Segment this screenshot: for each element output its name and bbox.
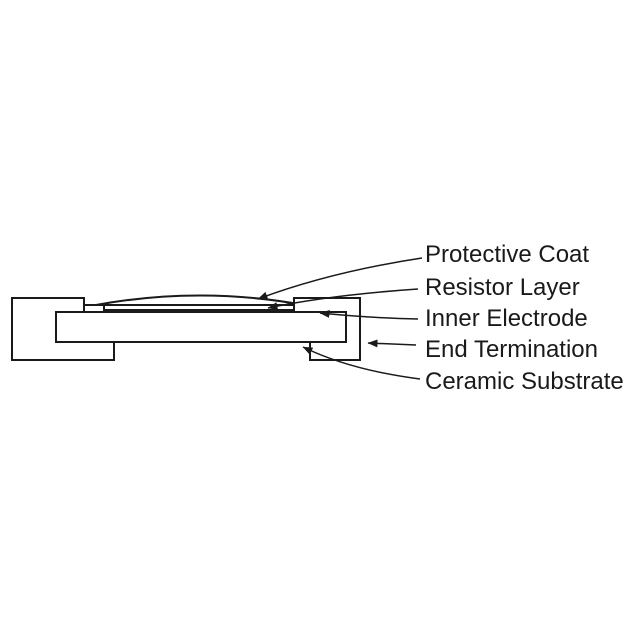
protective-coat-shape: [95, 294, 305, 306]
protective-coat-label: Protective Coat: [425, 241, 589, 268]
end-termination-label: End Termination: [425, 336, 598, 363]
protective-coat-leader-line: [257, 257, 423, 300]
ceramic-substrate-label: Ceramic Substrate: [425, 368, 624, 395]
inner-electrode-label: Inner Electrode: [425, 305, 588, 332]
resistor-layer-leader-line: [267, 288, 419, 310]
resistor-layer-label: Resistor Layer: [425, 274, 580, 301]
ceramic-substrate-shape: [55, 311, 347, 343]
inner-electrode-leader-line: [319, 309, 419, 320]
end-termination-left-shape: [11, 297, 115, 361]
end-termination-leader-line: [367, 339, 417, 348]
ceramic-substrate-leader-line: [302, 346, 421, 380]
